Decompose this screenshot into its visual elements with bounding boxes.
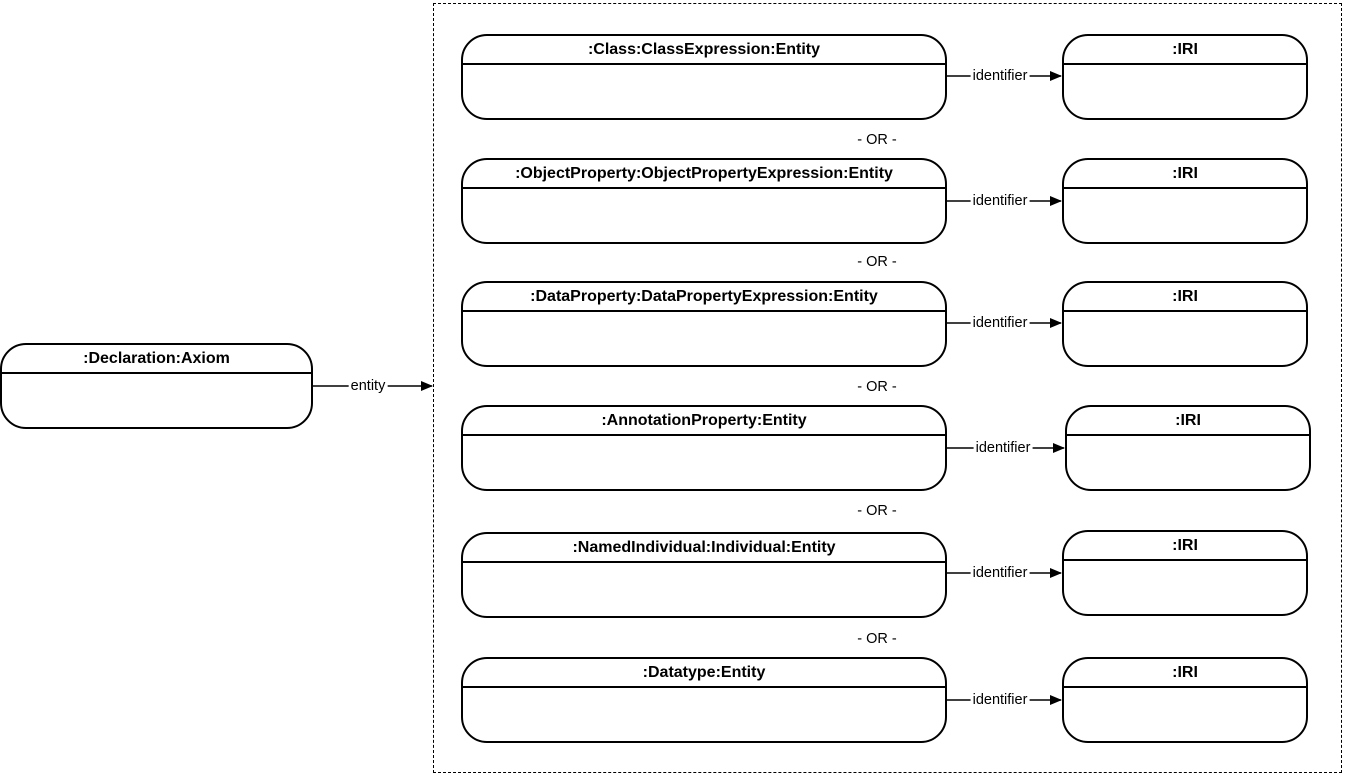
declaration-axiom-node[interactable]: :Declaration:Axiom xyxy=(0,343,313,429)
identifier-edge-label: identifier xyxy=(970,564,1030,582)
datatype-entity-node[interactable]: :Datatype:Entity xyxy=(461,657,947,743)
data-property-entity-title: :DataProperty:DataPropertyExpression:Ent… xyxy=(463,283,945,312)
entity-alternatives-group xyxy=(433,3,1342,773)
iri-title: :IRI xyxy=(1064,283,1306,312)
iri-title: :IRI xyxy=(1064,160,1306,189)
or-separator: - OR - xyxy=(857,503,897,519)
entity-edge-label: entity xyxy=(348,377,388,395)
or-separator: - OR - xyxy=(857,254,897,270)
iri-node-object-property[interactable]: :IRI xyxy=(1062,158,1308,244)
iri-title: :IRI xyxy=(1064,532,1306,561)
named-individual-entity-node[interactable]: :NamedIndividual:Individual:Entity xyxy=(461,532,947,618)
datatype-entity-title: :Datatype:Entity xyxy=(463,659,945,688)
identifier-edge-label: identifier xyxy=(973,439,1033,457)
annotation-property-entity-title: :AnnotationProperty:Entity xyxy=(463,407,945,436)
or-separator: - OR - xyxy=(857,132,897,148)
annotation-property-entity-node[interactable]: :AnnotationProperty:Entity xyxy=(461,405,947,491)
iri-node-datatype[interactable]: :IRI xyxy=(1062,657,1308,743)
iri-node-annotation-property[interactable]: :IRI xyxy=(1065,405,1311,491)
or-separator: - OR - xyxy=(857,631,897,647)
iri-title: :IRI xyxy=(1064,36,1306,65)
iri-node-data-property[interactable]: :IRI xyxy=(1062,281,1308,367)
class-entity-node[interactable]: :Class:ClassExpression:Entity xyxy=(461,34,947,120)
object-property-entity-node[interactable]: :ObjectProperty:ObjectPropertyExpression… xyxy=(461,158,947,244)
iri-title: :IRI xyxy=(1064,659,1306,688)
named-individual-entity-title: :NamedIndividual:Individual:Entity xyxy=(463,534,945,563)
identifier-edge-label: identifier xyxy=(970,691,1030,709)
data-property-entity-node[interactable]: :DataProperty:DataPropertyExpression:Ent… xyxy=(461,281,947,367)
declaration-axiom-title: :Declaration:Axiom xyxy=(2,345,311,374)
identifier-edge-label: identifier xyxy=(970,67,1030,85)
identifier-edge-label: identifier xyxy=(970,314,1030,332)
identifier-edge-label: identifier xyxy=(970,192,1030,210)
iri-node-named-individual[interactable]: :IRI xyxy=(1062,530,1308,616)
object-property-entity-title: :ObjectProperty:ObjectPropertyExpression… xyxy=(463,160,945,189)
or-separator: - OR - xyxy=(857,379,897,395)
iri-title: :IRI xyxy=(1067,407,1309,436)
iri-node-class[interactable]: :IRI xyxy=(1062,34,1308,120)
class-entity-title: :Class:ClassExpression:Entity xyxy=(463,36,945,65)
